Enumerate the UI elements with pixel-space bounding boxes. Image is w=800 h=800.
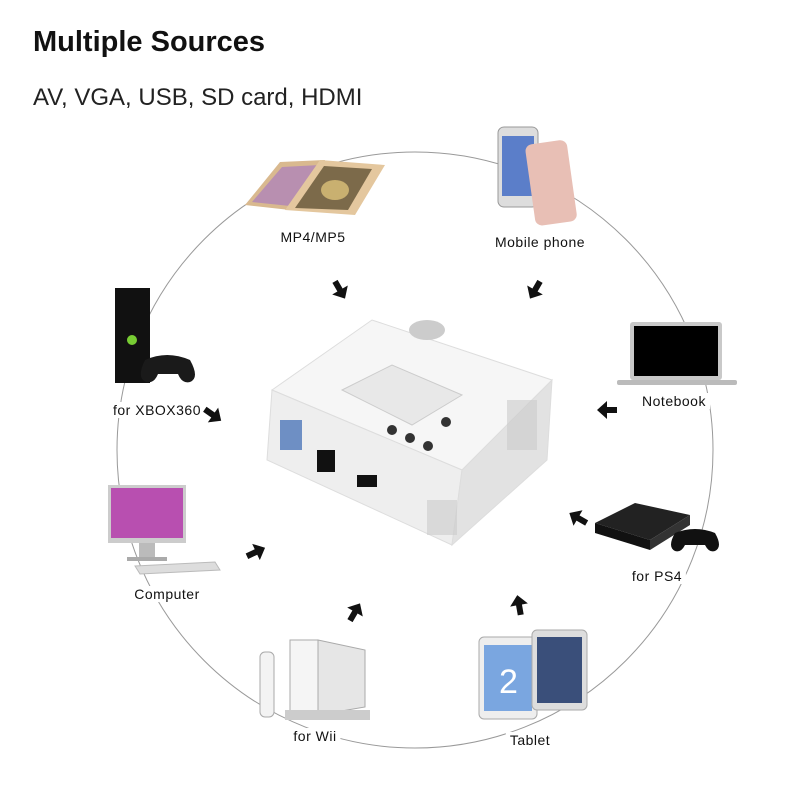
- laptop-icon: [617, 322, 737, 385]
- smartphone-icon: [497, 126, 577, 226]
- wii-console-icon: [259, 639, 370, 720]
- mini-projector-icon: [266, 319, 553, 547]
- source-label-notebook: Notebook: [638, 393, 710, 409]
- desktop-computer-icon: [108, 485, 221, 575]
- tablet-icon: 2: [478, 629, 588, 720]
- xbox-console-icon: [115, 288, 195, 383]
- page-subtitle: AV, VGA, USB, SD card, HDMI: [33, 84, 363, 111]
- svg-text:2: 2: [499, 663, 518, 701]
- source-label-xbox360: for XBOX360: [109, 402, 205, 418]
- source-label-computer: Computer: [130, 586, 204, 602]
- source-label-tablet: Tablet: [505, 732, 555, 748]
- source-label-mp4: MP4/MP5: [276, 229, 350, 245]
- page-title: Multiple Sources: [33, 26, 266, 58]
- source-label-mobile-phone: Mobile phone: [490, 234, 590, 250]
- source-label-ps4: for PS4: [627, 568, 687, 584]
- source-label-wii: for Wii: [289, 728, 341, 744]
- game-console-icon: [595, 503, 719, 552]
- media-player-icon: [245, 160, 385, 215]
